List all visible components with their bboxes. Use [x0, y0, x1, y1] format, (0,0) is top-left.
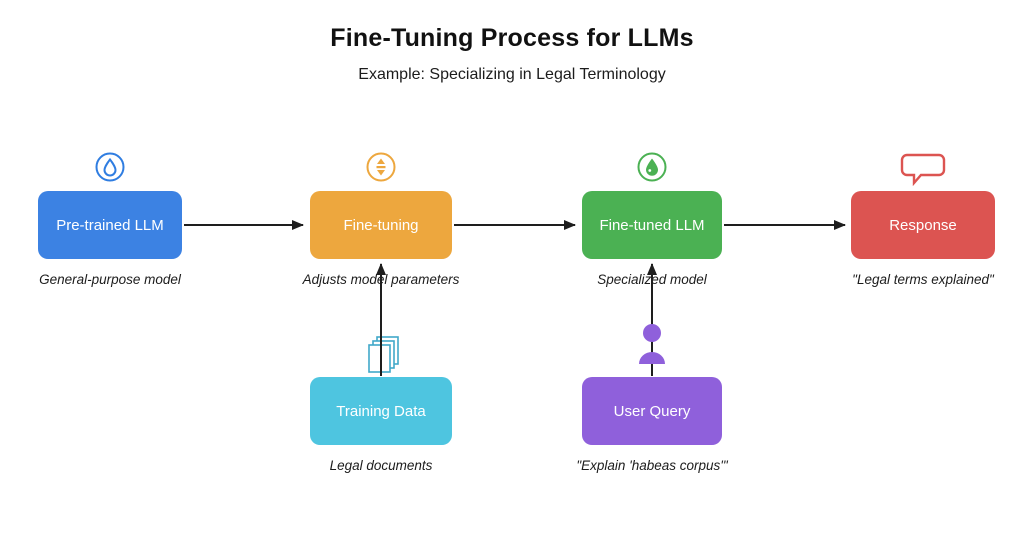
node-pretrained-llm: Pre-trained LLM [38, 191, 182, 259]
user-icon [636, 322, 668, 368]
water-drop-icon [93, 150, 127, 184]
caption-pretrained: General-purpose model [39, 272, 181, 287]
node-label: Pre-trained LLM [56, 216, 164, 234]
node-fine-tuning: Fine-tuning [310, 191, 452, 259]
node-label: User Query [613, 402, 691, 420]
tune-arrows-icon [364, 150, 398, 184]
node-label: Training Data [336, 402, 426, 420]
caption-user-query: "Explain 'habeas corpus'" [576, 458, 728, 473]
diagram-title: Fine-Tuning Process for LLMs [330, 24, 694, 52]
water-drop-filled-icon [635, 150, 669, 184]
node-user-query: User Query [582, 377, 722, 445]
node-label: Fine-tuned LLM [599, 216, 705, 234]
speech-bubble-icon [899, 152, 947, 187]
diagram-subtitle: Example: Specializing in Legal Terminolo… [358, 66, 666, 83]
node-label: Response [889, 216, 957, 234]
node-fine-tuned-llm: Fine-tuned LLM [582, 191, 722, 259]
node-response: Response [851, 191, 995, 259]
caption-training-data: Legal documents [329, 458, 433, 473]
documents-stack-icon [359, 334, 405, 380]
caption-response: "Legal terms explained" [852, 272, 994, 287]
node-label: Fine-tuning [343, 216, 419, 234]
node-training-data: Training Data [310, 377, 452, 445]
